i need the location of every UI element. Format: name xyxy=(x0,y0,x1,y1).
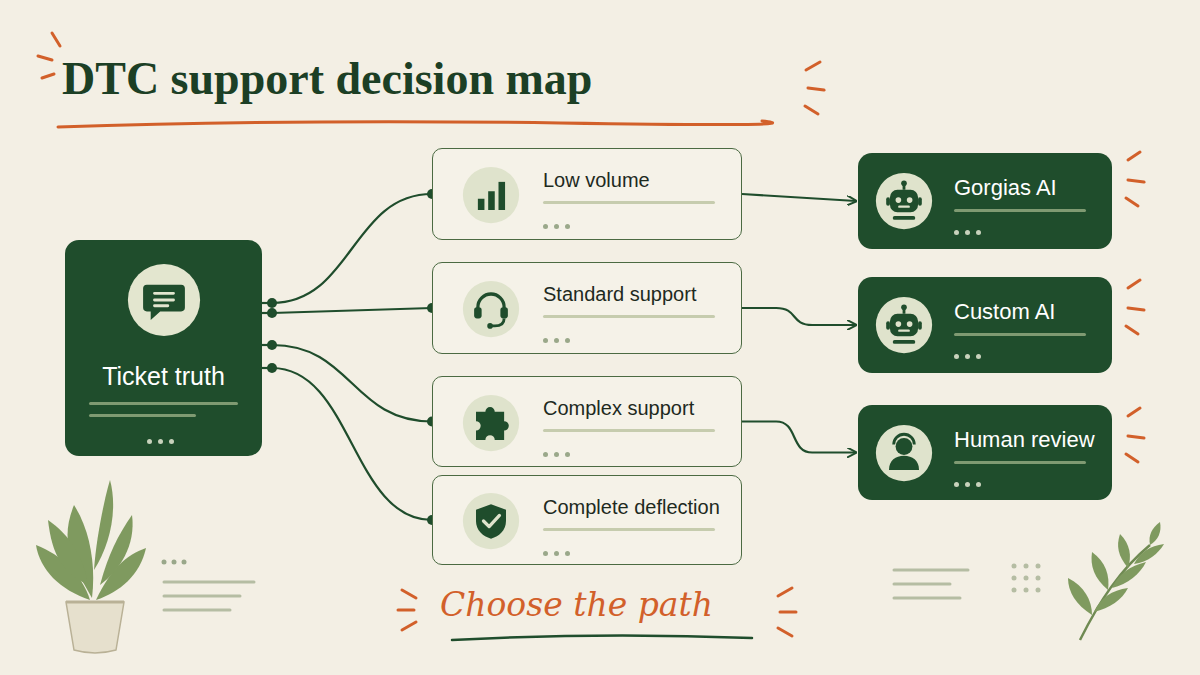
source-box: Ticket truth xyxy=(65,240,262,456)
node-label: Human review xyxy=(954,427,1095,453)
node-icon xyxy=(874,171,934,231)
connector xyxy=(272,308,432,313)
path-box: Low volume xyxy=(432,148,742,240)
outcome-box: Gorgias AI xyxy=(858,153,1112,249)
placeholder-line xyxy=(543,528,715,531)
node-icon xyxy=(126,262,202,338)
caption-note: Choose the path xyxy=(440,585,713,624)
connector xyxy=(272,194,432,303)
node-icon xyxy=(461,393,521,453)
placeholder-dots xyxy=(954,345,987,351)
placeholder-dots xyxy=(147,430,180,436)
node-icon xyxy=(461,491,521,551)
node-label: Gorgias AI xyxy=(954,175,1057,201)
node-icon xyxy=(874,295,934,355)
placeholder-line xyxy=(543,201,715,204)
placeholder-line xyxy=(954,333,1086,336)
leaf-sprig xyxy=(1068,522,1164,640)
placeholder-line xyxy=(954,461,1086,464)
connector xyxy=(742,422,856,453)
connector xyxy=(272,345,432,422)
connector-stub xyxy=(262,367,272,369)
node-icon xyxy=(461,279,521,339)
connector xyxy=(742,308,856,325)
node-icon xyxy=(874,423,934,483)
path-box: Standard support xyxy=(432,262,742,354)
placeholder-line xyxy=(89,414,196,417)
connector-stub xyxy=(262,302,272,304)
placeholder-line xyxy=(543,315,715,318)
node-icon xyxy=(461,165,521,225)
node-label: Ticket truth xyxy=(102,362,225,391)
placeholder-dots xyxy=(543,329,576,335)
path-box: Complete deflection xyxy=(432,475,742,565)
placeholder-line xyxy=(954,209,1086,212)
placeholder-dots xyxy=(543,443,576,449)
caption-underline xyxy=(452,635,752,640)
sparkles xyxy=(38,33,1144,636)
outcome-box: Custom AI xyxy=(858,277,1112,373)
connector-stub xyxy=(262,312,272,314)
node-label: Custom AI xyxy=(954,299,1055,325)
potted-plant xyxy=(36,480,146,653)
connector xyxy=(272,368,432,520)
placeholder-dots xyxy=(543,542,576,548)
placeholder-dots xyxy=(954,221,987,227)
placeholder-dots xyxy=(543,215,576,221)
placeholder-line xyxy=(89,402,238,405)
connector-stub xyxy=(262,344,272,346)
connector xyxy=(742,194,856,201)
node-label: Standard support xyxy=(543,283,696,306)
placeholder-line xyxy=(543,429,715,432)
path-box: Complex support xyxy=(432,376,742,467)
node-label: Low volume xyxy=(543,169,650,192)
title-underline xyxy=(58,121,773,127)
placeholder-dots xyxy=(954,473,987,479)
node-label: Complete deflection xyxy=(543,496,720,519)
diagram-title: DTC support decision map xyxy=(62,52,592,105)
node-label: Complex support xyxy=(543,397,694,420)
outcome-box: Human review xyxy=(858,405,1112,500)
